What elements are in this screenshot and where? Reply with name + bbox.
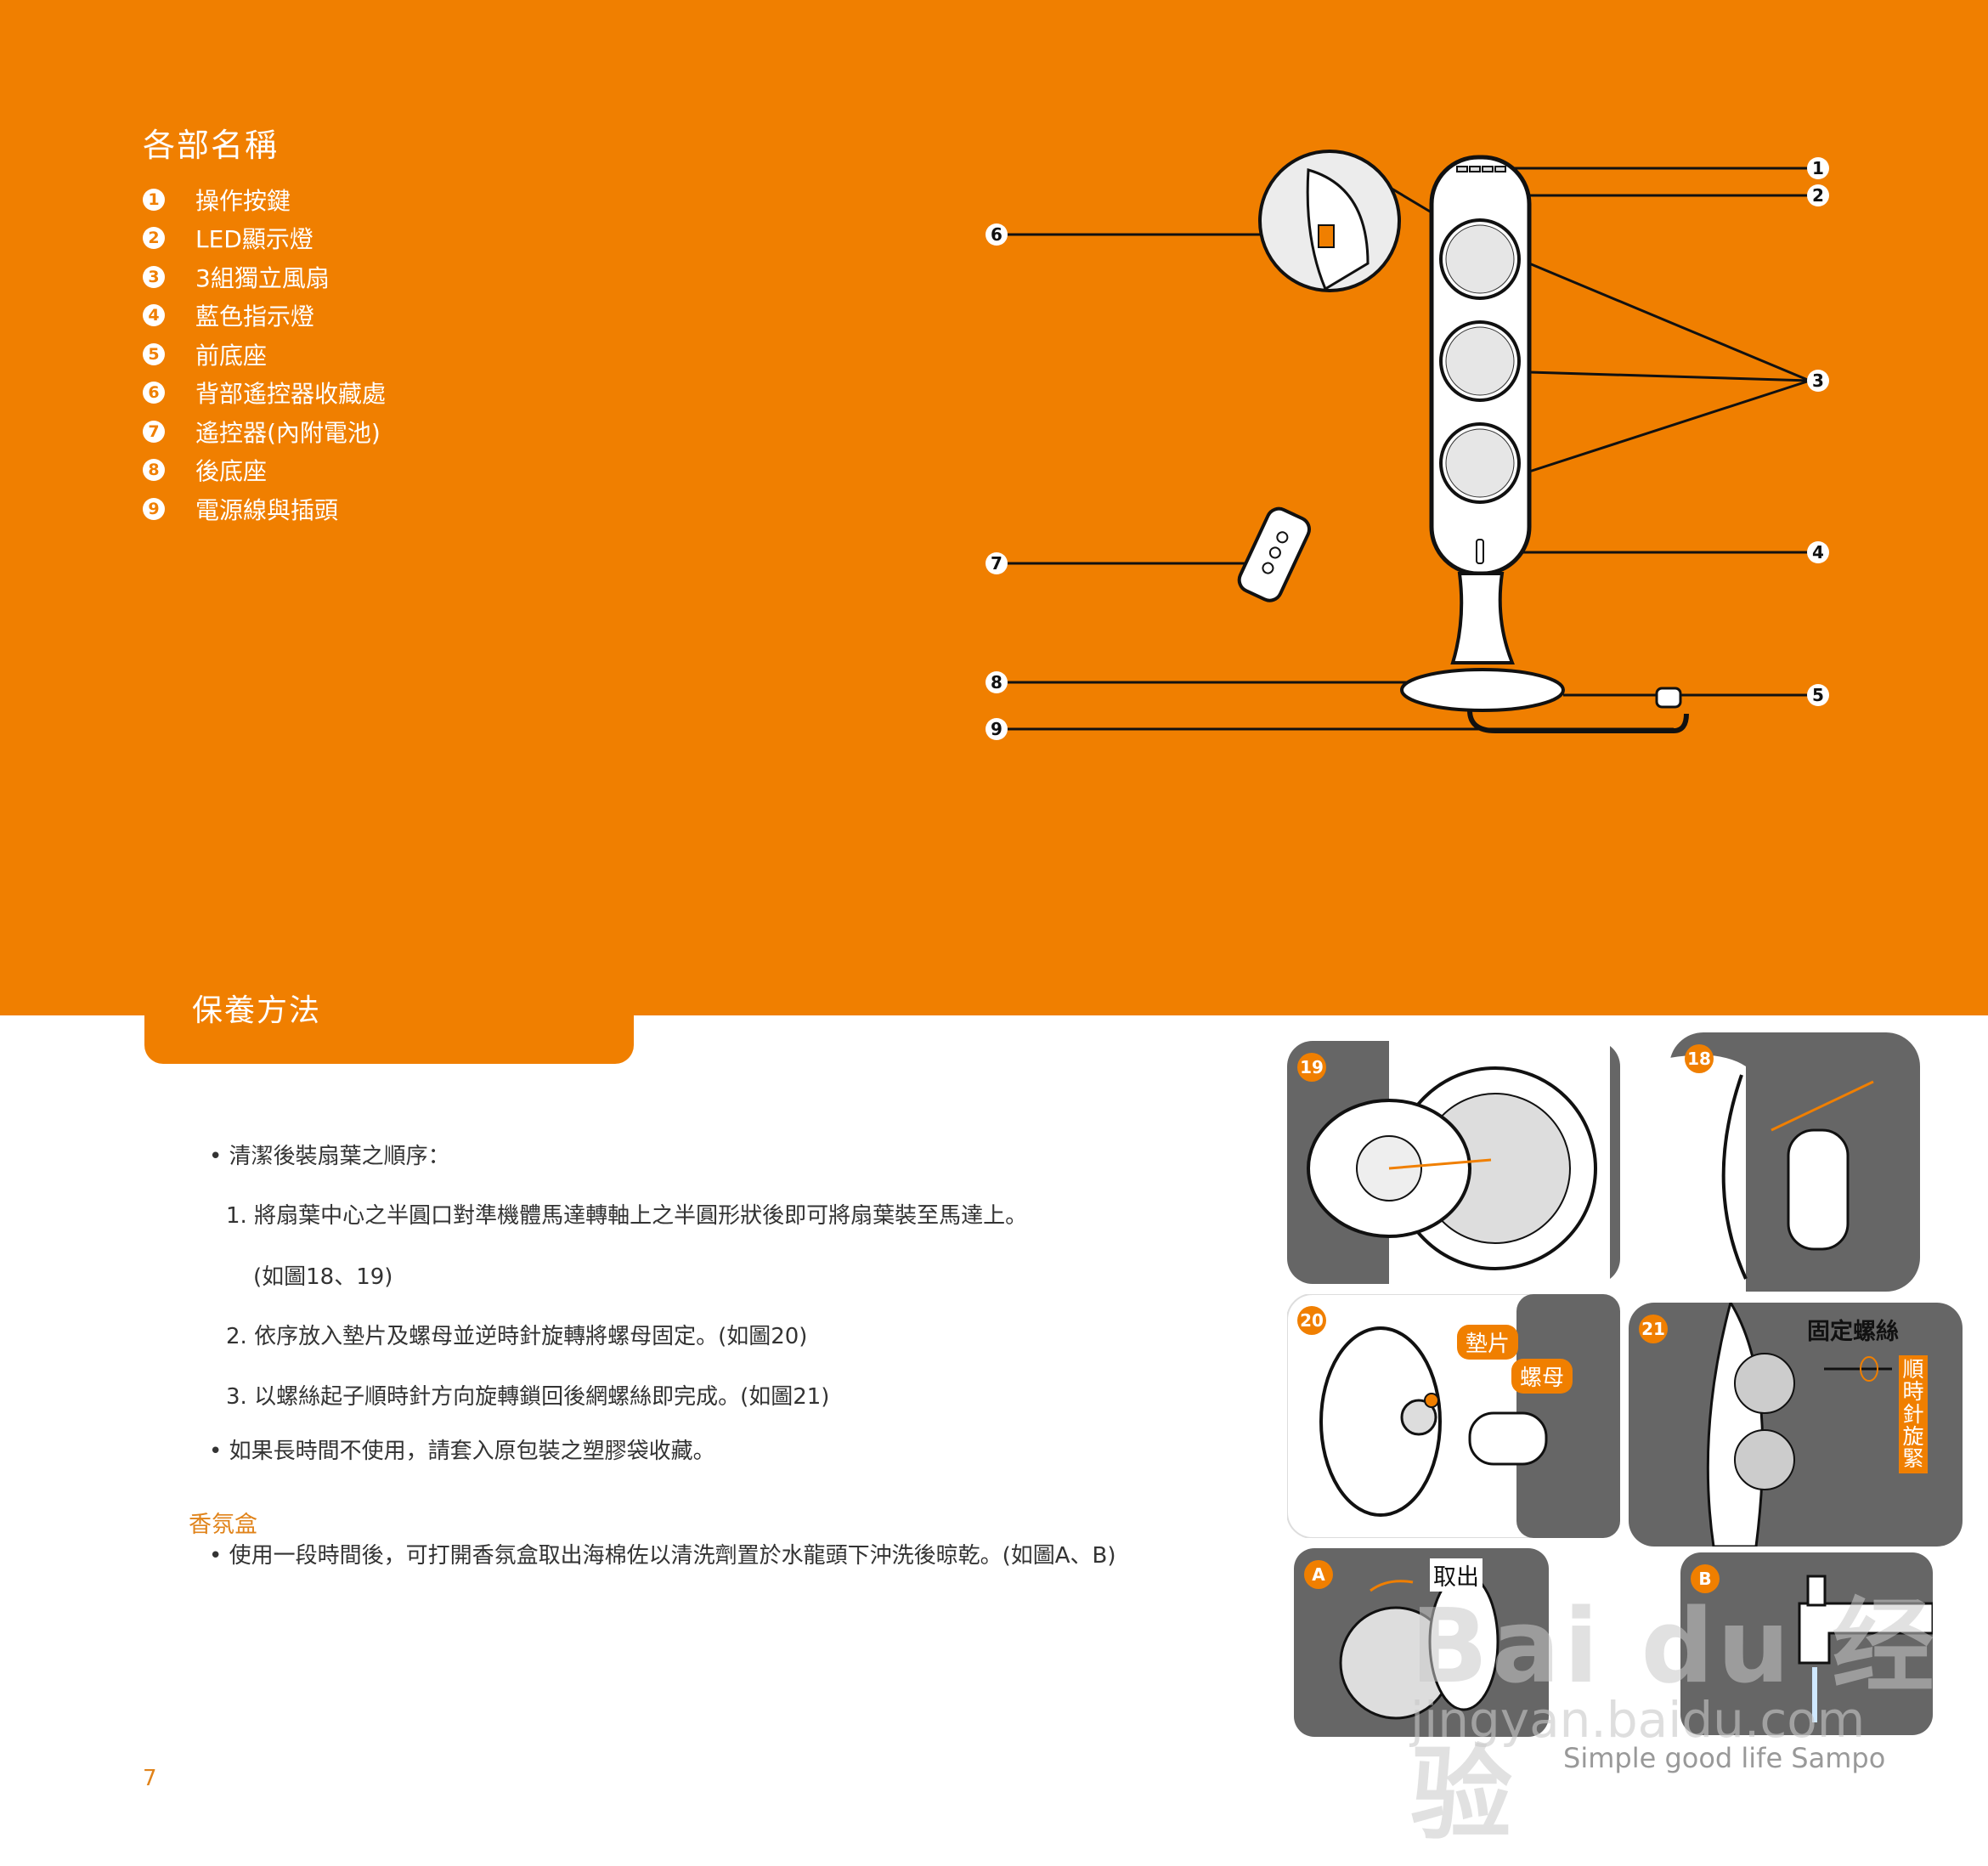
care-line: 1. 將扇葉中心之半圓口對準機體馬達轉軸上之半圓形狀後即可將扇葉裝至馬達上。 <box>226 1203 1028 1229</box>
parts-list-item: 5 前底座 <box>143 335 386 374</box>
item-label: 前底座 <box>195 341 268 370</box>
callout-2: 2 <box>1812 185 1824 206</box>
item-number-badge: 5 <box>143 342 165 365</box>
fan-blade-illustration <box>1287 1041 1620 1284</box>
washer-nut-illustration <box>1286 1293 1621 1539</box>
nut-label: 螺母 <box>1511 1359 1573 1394</box>
screw-label: 固定螺絲 <box>1807 1319 1899 1345</box>
item-number-badge: 6 <box>143 382 165 404</box>
callout-8: 8 <box>991 672 1002 693</box>
care-line: 2. 依序放入墊片及螺母並逆時針旋轉將螺母固定。(如圖20) <box>226 1324 808 1349</box>
care-line: 3. 以螺絲起子順時針方向旋轉鎖回後網螺絲即完成。(如圖21) <box>226 1384 830 1410</box>
parts-title: 各部名稱 <box>143 127 280 164</box>
callout-6: 6 <box>991 224 1002 245</box>
callout-5: 5 <box>1812 685 1824 705</box>
aroma-box-illustration <box>1294 1548 1549 1737</box>
faucet-illustration <box>1680 1552 1934 1735</box>
parts-list-item: 3 3組獨立風扇 <box>143 257 386 297</box>
parts-list-item: 7 遙控器(內附電池) <box>143 412 386 451</box>
item-label: 遙控器(內附電池) <box>195 418 381 447</box>
item-number-badge: 4 <box>143 304 165 327</box>
figure-badge: 21 <box>1639 1315 1668 1343</box>
item-number-badge: 2 <box>143 227 165 250</box>
figure-badge: B <box>1691 1564 1720 1593</box>
remove-label: 取出 <box>1430 1558 1483 1592</box>
page-number: 7 <box>143 1766 157 1791</box>
item-label: 藍色指示燈 <box>195 303 315 331</box>
figure-18-panel: 18 <box>1669 1032 1920 1292</box>
parts-list: 1 操作按鍵 2 LED顯示燈 3 3組獨立風扇 4 藍色指示燈 5 前底座 6 背部遙控器… <box>143 180 386 529</box>
item-number-badge: 1 <box>143 188 165 211</box>
back-cover-illustration <box>1669 1032 1920 1292</box>
parts-list-item: 2 LED顯示燈 <box>143 219 386 258</box>
item-label: 操作按鍵 <box>195 186 291 215</box>
care-section-tab: 保養方法 <box>144 969 634 1064</box>
figure-21-panel: 21 固定螺絲 順時針旋緊 <box>1629 1299 1963 1548</box>
figure-A-panel: A 取出 <box>1294 1548 1549 1737</box>
watermark-logo: Bai du 经验 <box>1410 1588 1938 1854</box>
item-label: 後底座 <box>195 457 268 486</box>
figure-badge: A <box>1304 1560 1333 1589</box>
item-label: 電源線與插頭 <box>195 495 339 524</box>
care-line: • 如果長時間不使用，請套入原包裝之塑膠袋收藏。 <box>209 1439 715 1464</box>
item-number-badge: 9 <box>143 497 165 520</box>
item-label: 背部遙控器收藏處 <box>195 380 387 409</box>
figure-20-panel: 20 墊片 螺母 <box>1286 1293 1621 1539</box>
parts-list-item: 8 後底座 <box>143 451 386 490</box>
figure-badge: 19 <box>1297 1053 1326 1082</box>
figure-19-panel: 19 <box>1287 1041 1620 1284</box>
aroma-title: 香氛盒 <box>189 1512 257 1538</box>
brand-tagline: Simple good life Sampo <box>1563 1742 1886 1774</box>
parts-list-item: 4 藍色指示燈 <box>143 297 386 336</box>
tower-fan-diagram: 6 7 8 9 1 2 3 4 5 <box>986 150 1829 740</box>
screw-illustration <box>1629 1299 1963 1548</box>
callout-3: 3 <box>1812 370 1824 391</box>
parts-list-item: 9 電源線與插頭 <box>143 489 386 529</box>
care-line: • 清潔後裝扇葉之順序： <box>209 1144 450 1169</box>
item-number-badge: 3 <box>143 265 165 288</box>
care-line: (如圖18、19) <box>253 1264 393 1290</box>
figure-badge: 20 <box>1297 1306 1326 1335</box>
item-number-badge: 8 <box>143 459 165 482</box>
callout-7: 7 <box>991 553 1002 574</box>
clockwise-label: 順時針旋緊 <box>1899 1355 1928 1474</box>
item-label: 3組獨立風扇 <box>195 263 330 292</box>
item-number-badge: 7 <box>143 420 165 443</box>
callout-9: 9 <box>991 719 1002 739</box>
figure-badge: 18 <box>1685 1044 1714 1073</box>
callout-4: 4 <box>1812 542 1824 563</box>
care-title: 保養方法 <box>192 993 322 1028</box>
watermark-url: jingyan.baidu.com <box>1410 1691 1866 1749</box>
figure-B-panel: B <box>1680 1552 1934 1735</box>
parts-list-item: 6 背部遙控器收藏處 <box>143 374 386 413</box>
parts-list-item: 1 操作按鍵 <box>143 180 386 219</box>
aroma-line: • 使用一段時間後，可打開香氛盒取出海棉佐以清洗劑置於水龍頭下沖洗後晾乾。(如圖… <box>209 1543 1116 1569</box>
washer-label: 墊片 <box>1457 1325 1519 1360</box>
item-label: LED顯示燈 <box>195 225 313 254</box>
callout-1: 1 <box>1812 158 1824 178</box>
